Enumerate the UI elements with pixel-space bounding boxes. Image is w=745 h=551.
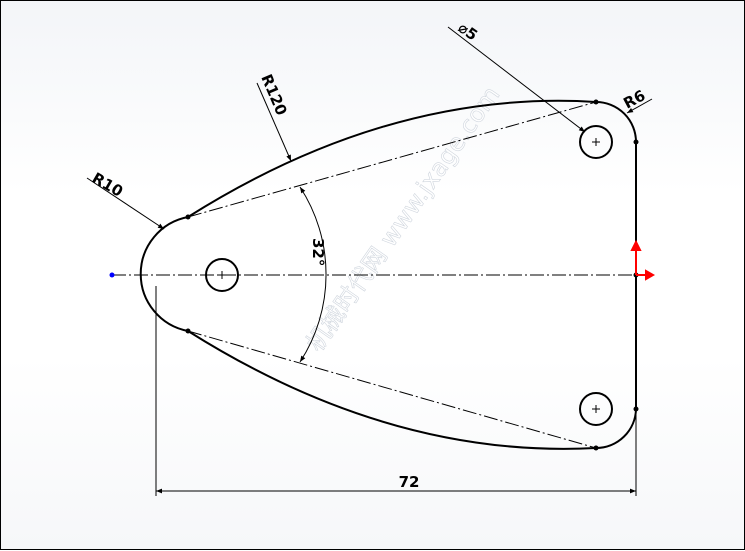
left-end-point [109,272,115,278]
sketch-point [593,99,599,105]
dia5-label[interactable]: ⌀5 [455,19,481,45]
angle-dimension-arc [299,186,327,363]
r6-leader [626,98,653,114]
sketch-point [185,214,191,220]
length-label[interactable]: 72 [399,473,420,491]
hole-left[interactable] [205,258,239,292]
r10-label[interactable]: R10 [89,169,126,201]
r10-leader [86,177,165,230]
upper-construction-line [187,101,597,218]
hole-lower-right[interactable] [579,392,613,426]
angle-label[interactable]: 32° [309,238,327,266]
sketch-point [633,139,639,145]
r120-leader [256,82,292,162]
sketch-point [593,445,599,451]
hole-upper-right[interactable] [579,125,613,159]
sketch-point [633,406,639,412]
r6-label[interactable]: R6 [620,86,648,112]
watermark-text: 机械时代网 www.jxage.com [301,81,505,356]
sketch-point [185,328,191,334]
dia5-leader [447,26,586,133]
lower-construction-line [187,330,597,449]
